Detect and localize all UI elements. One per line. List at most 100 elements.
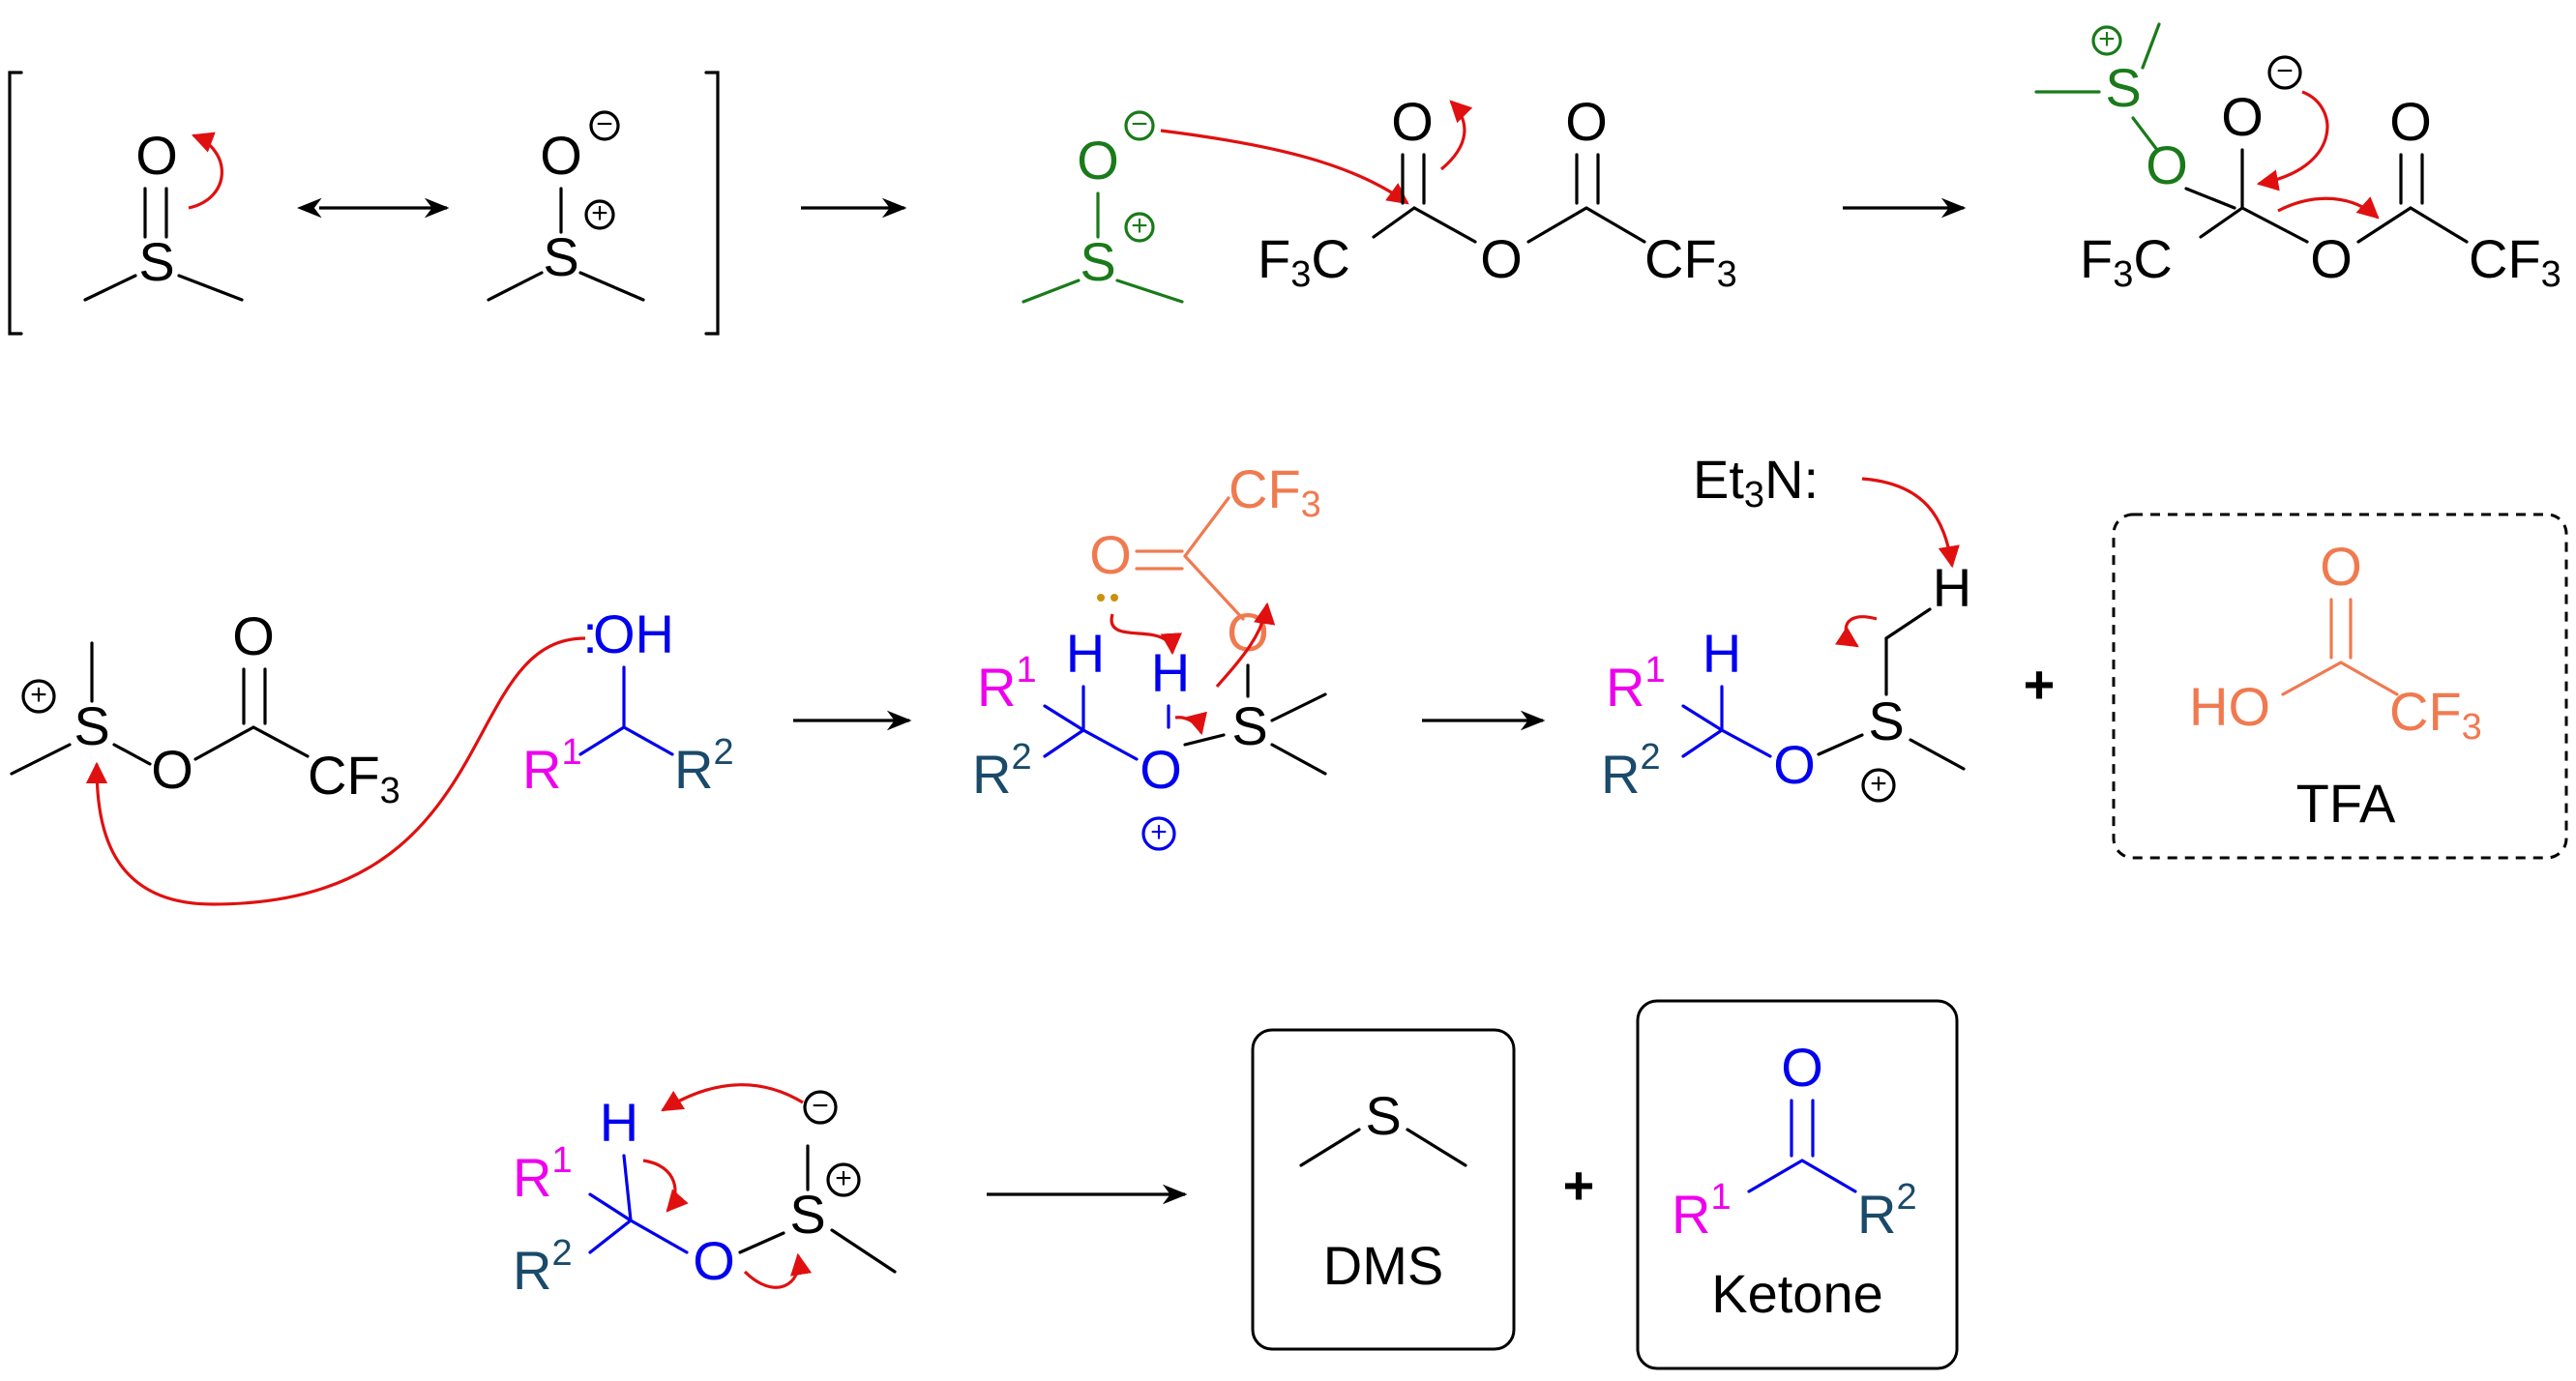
- curved-arrow: [642, 1159, 689, 1213]
- plus-charge: +: [30, 679, 47, 711]
- tfaa: O F3C O O CF3: [1258, 91, 1737, 295]
- ketone-label: Ketone: [1711, 1263, 1883, 1324]
- cf3-left: F3C: [2080, 228, 2173, 295]
- curved-arrow: [188, 132, 223, 210]
- ketone-box: O R1 R2 Ketone: [1636, 999, 1959, 1370]
- atom-o: O: [1480, 228, 1523, 289]
- r2-group: R2: [972, 737, 1032, 805]
- r1-group: R1: [522, 732, 582, 800]
- right-bracket: [704, 71, 720, 336]
- dmso-attacking: O − S +: [1022, 108, 1409, 304]
- curved-arrow: [1160, 129, 1409, 205]
- atom-s: S: [1231, 695, 1267, 756]
- cf3: CF3: [2389, 681, 2482, 748]
- atom-s: S: [789, 1184, 825, 1245]
- deprotonation: Et3N: H S + O H R1 R2: [1601, 449, 1971, 805]
- curved-arrow: [85, 636, 586, 906]
- atom-o: O: [1781, 1037, 1823, 1098]
- dms-label: DMS: [1323, 1235, 1443, 1296]
- curved-arrow: [2256, 90, 2329, 191]
- plus-charge: +: [591, 197, 608, 229]
- atom-o: O: [2389, 91, 2432, 152]
- atom-o: O: [1227, 602, 1269, 662]
- r2-group: R2: [1601, 737, 1661, 805]
- tetrahedral-intermediate: + S O O − F3C O O CF3: [2034, 22, 2561, 295]
- atom-s: S: [1365, 1085, 1401, 1146]
- atom-o: O: [1391, 91, 1434, 152]
- alkoxysulfonium-intermediate: CF3 O O S O + H H R1 R2: [972, 458, 1327, 851]
- atom-o: O: [1140, 739, 1182, 800]
- dmso-resonance-2: O − S +: [487, 108, 645, 302]
- atom-o: O: [1089, 524, 1132, 585]
- cf3: CF3: [308, 745, 400, 811]
- r1-group: R1: [977, 650, 1037, 718]
- plus-charge: +: [835, 1162, 852, 1194]
- atom-o: O: [1773, 734, 1816, 795]
- triethylamine: Et3N:: [1693, 449, 1819, 515]
- atom-h: H: [1151, 642, 1190, 703]
- atom-oh: OH: [593, 603, 674, 664]
- atom-o: O: [2320, 536, 2362, 597]
- atom-s: S: [138, 231, 174, 292]
- alcohol: : OH R1 R2: [522, 603, 734, 800]
- plus-charge: +: [1870, 768, 1887, 800]
- atom-o: O: [2221, 86, 2264, 147]
- curved-arrow: [1110, 613, 1182, 656]
- atom-ho: HO: [2189, 676, 2270, 737]
- curved-arrow: [2277, 196, 2380, 220]
- activated-dmso: + S O O CF3: [10, 605, 586, 906]
- dms-box: S DMS: [1251, 1028, 1516, 1351]
- curved-arrow: [1215, 602, 1276, 689]
- r1-group: R1: [513, 1140, 573, 1208]
- atom-o: O: [2310, 228, 2353, 289]
- dmso-resonance-1: O S: [83, 125, 244, 302]
- atom-s: S: [74, 695, 109, 756]
- r1-group: R1: [1672, 1177, 1732, 1245]
- lone-pair: :: [582, 603, 598, 664]
- plus-sign: +: [2024, 654, 2056, 715]
- atom-o: O: [1077, 130, 1119, 191]
- atom-s: S: [543, 226, 578, 287]
- cf3-right: CF3: [2469, 228, 2561, 295]
- curved-arrow: [1439, 100, 1473, 171]
- left-bracket: [8, 71, 23, 336]
- atom-o: O: [1565, 91, 1608, 152]
- curved-arrow: [1861, 477, 1960, 569]
- atom-s: S: [1868, 690, 1904, 751]
- plus-charge: +: [2098, 23, 2116, 55]
- curved-arrow: [661, 1083, 804, 1112]
- curved-arrow: [743, 1252, 813, 1289]
- atom-h: H: [600, 1092, 638, 1153]
- atom-h: H: [1703, 623, 1741, 684]
- r2-group: R2: [1857, 1177, 1917, 1245]
- plus-charge: +: [1131, 210, 1148, 242]
- atom-o: O: [232, 605, 275, 666]
- atom-s: S: [1080, 231, 1115, 292]
- r2-group: R2: [674, 732, 734, 800]
- atom-o: O: [2146, 134, 2188, 195]
- atom-h: H: [1933, 557, 1971, 618]
- minus-charge: −: [812, 1090, 829, 1122]
- plus-charge: +: [1150, 816, 1168, 848]
- curved-arrow: [1834, 615, 1878, 648]
- atom-o: O: [540, 125, 582, 186]
- atom-s: S: [2105, 57, 2141, 118]
- atom-o: O: [151, 739, 193, 800]
- minus-charge: −: [596, 108, 613, 140]
- cf3-left: F3C: [1258, 228, 1350, 295]
- r2-group: R2: [513, 1233, 573, 1301]
- minus-charge: −: [2276, 55, 2294, 87]
- minus-charge: −: [1131, 108, 1148, 140]
- atom-o: O: [135, 125, 178, 186]
- cf3: CF3: [1229, 458, 1321, 525]
- cf3-right: CF3: [1644, 228, 1737, 295]
- curved-arrow: [1174, 711, 1207, 736]
- tfa-label: TFA: [2296, 773, 2396, 834]
- tfa-box: O HO CF3 TFA: [2112, 513, 2568, 860]
- atom-h: H: [1066, 623, 1105, 684]
- plus-sign: +: [1563, 1155, 1595, 1216]
- sulfur-ylide: R1 H R2 O S + −: [513, 1083, 897, 1301]
- atom-o: O: [693, 1230, 735, 1291]
- r1-group: R1: [1606, 650, 1666, 718]
